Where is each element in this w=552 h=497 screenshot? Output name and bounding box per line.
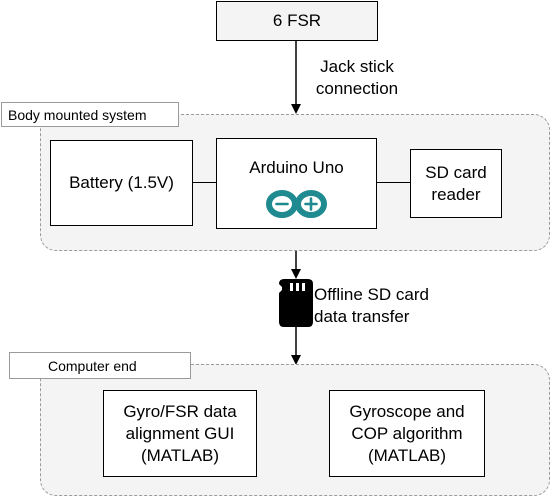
battery-arduino-link — [193, 182, 216, 183]
cop-algorithm-node: Gyroscope and COP algorithm (MATLAB) — [329, 390, 485, 477]
body-mounted-tag: Body mounted system — [1, 102, 179, 127]
gyro-gui-node: Gyro/FSR data alignment GUI (MATLAB) — [103, 390, 257, 477]
arduino-label: Arduino Uno — [249, 158, 344, 177]
fsr-label: 6 FSR — [272, 11, 322, 30]
battery-label: Battery (1.5V) — [69, 173, 174, 192]
fsr-node: 6 FSR — [216, 1, 378, 41]
computer-end-tag: Computer end — [9, 352, 191, 379]
battery-node: Battery (1.5V) — [50, 140, 193, 226]
sd-reader-node: SD card reader — [410, 149, 502, 218]
offline-transfer-label: Offline SD card data transfer — [314, 285, 429, 326]
jack-connection-label: Jack stick connection — [315, 57, 399, 98]
arduino-logo-icon — [265, 190, 327, 218]
arduino-node: Arduino Uno — [216, 138, 377, 229]
sd-card-icon — [279, 279, 313, 327]
arduino-sdreader-link — [377, 182, 410, 183]
